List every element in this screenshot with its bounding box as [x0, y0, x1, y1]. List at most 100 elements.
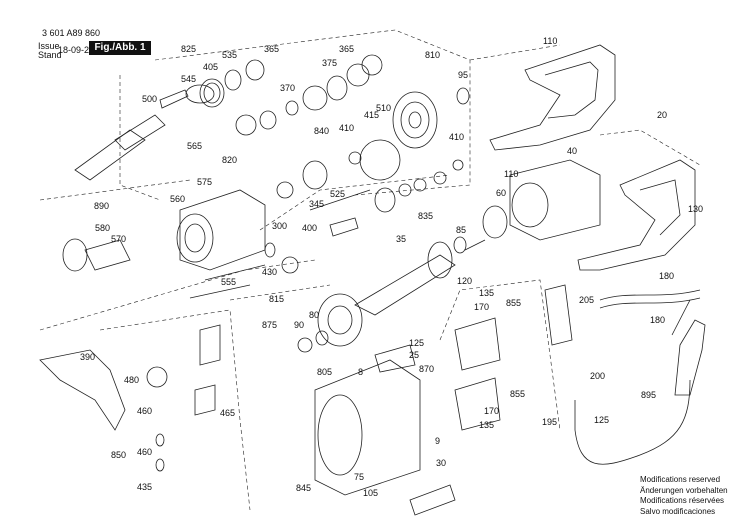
callout-label: 895 [641, 390, 656, 400]
modifications-line: Änderungen vorbehalten [640, 485, 728, 495]
callout-label: 30 [436, 458, 446, 468]
handle-half-bottom [577, 159, 696, 271]
callout-label: 345 [309, 199, 324, 209]
modifications-line: Modifications reserved [640, 475, 721, 484]
callout-label: 845 [296, 483, 311, 493]
callout-label: 575 [197, 177, 212, 187]
callout-label: 200 [590, 371, 605, 381]
callout-label: 435 [137, 482, 152, 492]
motor-housing-drawing [314, 344, 456, 516]
callout-label: 20 [657, 110, 667, 120]
callout-label: 8 [358, 367, 363, 377]
callout-label: 510 [376, 103, 391, 113]
modifications-line: Salvo modificaciones [640, 506, 716, 516]
callout-label: 25 [409, 350, 419, 360]
callout-label: 60 [496, 188, 506, 198]
callout-label: 855 [506, 298, 521, 308]
callout-label: 870 [419, 364, 434, 374]
ring-stack [199, 54, 383, 136]
callout-label: 135 [479, 288, 494, 298]
callout-label: 460 [137, 406, 152, 416]
gear-housing-drawing [176, 189, 299, 299]
brush-holder-drawing [454, 317, 501, 431]
callout-label: 410 [449, 132, 464, 142]
callout-label: 170 [474, 302, 489, 312]
handle-half-top [489, 44, 616, 151]
callout-label: 390 [80, 352, 95, 362]
callout-label: 465 [220, 408, 235, 418]
depth-handle-drawing [62, 238, 131, 272]
callout-label: 560 [170, 194, 185, 204]
callout-label: 300 [272, 221, 287, 231]
callout-label: 415 [364, 110, 379, 120]
switch-drawing [544, 284, 573, 346]
callout-label: 430 [262, 267, 277, 277]
armature-drawing [354, 236, 486, 316]
callout-label: 400 [302, 223, 317, 233]
callout-label: 570 [111, 234, 126, 244]
callout-label: 80 [309, 310, 319, 320]
callout-label: 9 [435, 436, 440, 446]
callout-label: 85 [456, 225, 466, 235]
callout-label: 40 [567, 146, 577, 156]
callout-label: 850 [111, 450, 126, 460]
callout-labels: 825 535 365 365 110 545 405 375 810 95 5… [80, 36, 703, 498]
callout-label: 180 [650, 315, 665, 325]
stand-label: Stand [38, 50, 62, 60]
callout-label: 90 [294, 320, 304, 330]
callout-label: 180 [659, 271, 674, 281]
callout-label: 405 [203, 62, 218, 72]
callout-label: 205 [579, 295, 594, 305]
aux-handle-drawing [39, 349, 126, 431]
callout-label: 825 [181, 44, 196, 54]
callout-label: 565 [187, 141, 202, 151]
figure-label: Fig./Abb. 1 [89, 41, 151, 55]
callout-label: 820 [222, 155, 237, 165]
callout-label: 555 [221, 277, 236, 287]
callout-label: 125 [409, 338, 424, 348]
callout-label: 545 [181, 74, 196, 84]
large-gear-drawing [297, 293, 363, 353]
callout-label: 835 [418, 211, 433, 221]
callout-label: 365 [264, 44, 279, 54]
callout-label: 890 [94, 201, 109, 211]
part-number: 3 601 A89 860 [42, 28, 101, 38]
issue-label: Issue [38, 41, 60, 51]
callout-label: 855 [510, 389, 525, 399]
callout-label: 375 [322, 58, 337, 68]
callout-label: 535 [222, 50, 237, 60]
callout-label: 810 [425, 50, 440, 60]
callout-label: 95 [458, 70, 468, 80]
callout-label: 75 [354, 472, 364, 482]
callout-label: 805 [317, 367, 332, 377]
callout-label: 580 [95, 223, 110, 233]
callout-label: 135 [479, 420, 494, 430]
callout-label: 525 [330, 189, 345, 199]
callout-label: 35 [396, 234, 406, 244]
callout-label: 410 [339, 123, 354, 133]
spindle-drawing [74, 84, 215, 181]
callout-label: 110 [504, 169, 518, 179]
callout-label: 105 [363, 488, 378, 498]
issue-date: 18-09-21 [58, 45, 95, 55]
modifications-line: Modifications réservées [640, 496, 725, 506]
callout-label: 815 [269, 294, 284, 304]
callout-label: 170 [484, 406, 499, 416]
callout-label: 840 [314, 126, 329, 136]
cable-drawing [574, 289, 706, 465]
callout-label: 120 [457, 276, 472, 286]
flange-drawing [359, 87, 470, 181]
callout-label: 125 [594, 415, 609, 425]
callout-label: 460 [137, 447, 152, 457]
callout-label: 500 [142, 94, 157, 104]
callout-label: 370 [280, 83, 295, 93]
clamp-drawing [146, 324, 221, 472]
callout-label: 110 [543, 36, 557, 46]
callout-label: 195 [542, 417, 557, 427]
callout-label: 365 [339, 44, 354, 54]
stator-drawing [482, 159, 601, 241]
callout-label: 480 [124, 375, 139, 385]
modifications-note: Modifications reserved Änderungen vorbeh… [640, 475, 728, 517]
